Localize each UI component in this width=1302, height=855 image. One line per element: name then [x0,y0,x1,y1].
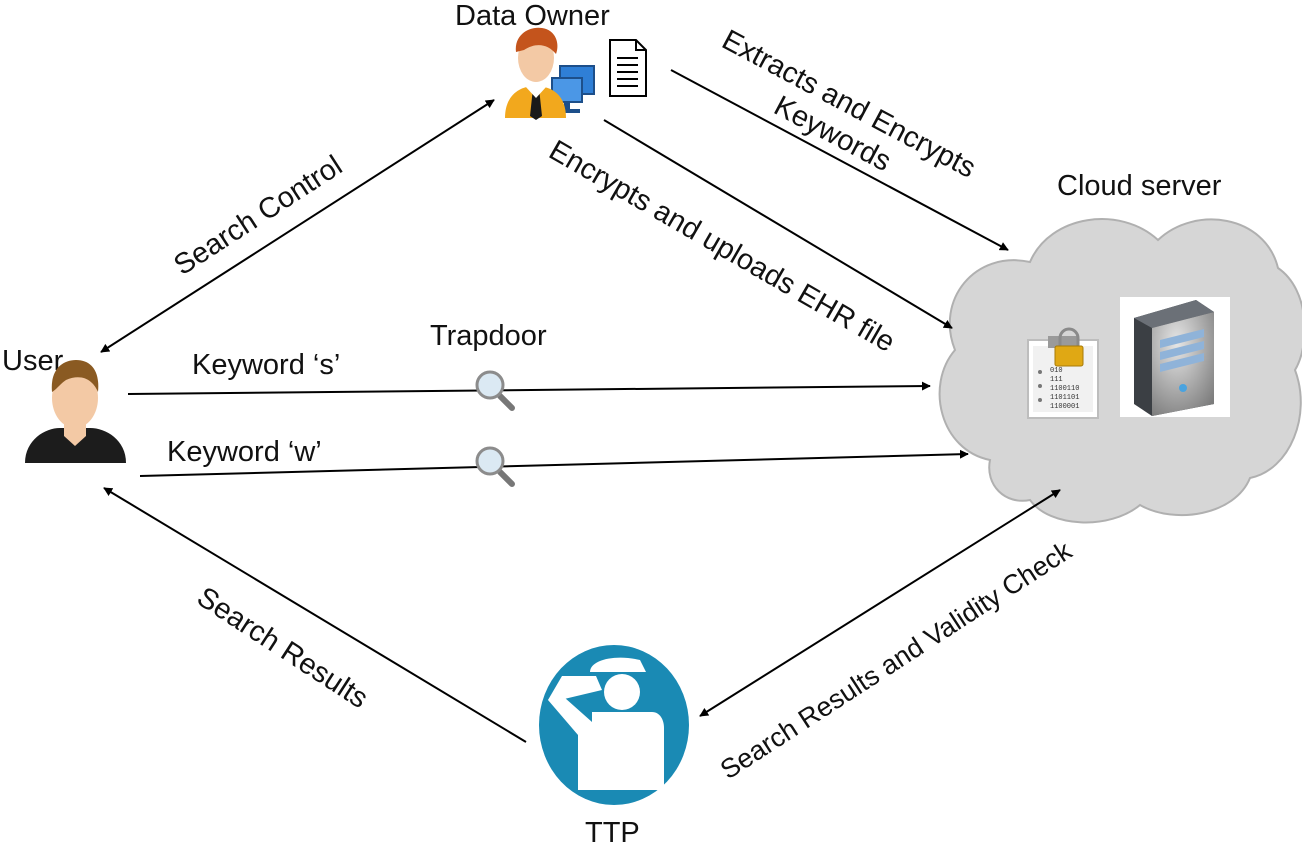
encrypts-uploads-label: Encrypts and uploads EHR file [544,134,901,358]
doc-bits-line-1: 010 [1050,367,1063,375]
encrypted-document-icon: 010 111 1100110 1101101 1100001 [1027,327,1099,419]
doc-bits-line-2: 111 [1050,376,1063,384]
server-tower-icon [1120,297,1230,417]
search-results-validity-arrow [699,489,1061,717]
doc-bits-line-4: 1101101 [1050,394,1079,402]
search-results-label: Search Results [191,581,373,715]
doc-bits-line-5: 1100001 [1050,403,1079,411]
data-owner-label: Data Owner [455,0,610,32]
search-control-arrow [100,99,495,353]
computer-monitor-icon [551,65,595,113]
user-node: User [2,345,126,463]
cloud-server-node: 010 111 1100110 1101101 1100001 Cloud se… [938,170,1302,524]
keyword-w-label: Keyword ‘w’ [167,436,322,468]
trapdoor-label: Trapdoor [430,320,547,352]
data-owner-node: Data Owner [455,0,647,120]
magnifier-icon-w [475,446,515,487]
search-control-label: Search Control [168,150,348,282]
encrypts-uploads-arrow [603,119,953,329]
keyword-s-label: Keyword ‘s’ [192,349,340,381]
keyword-w-arrow [139,449,969,477]
keyword-s-arrow [127,381,931,395]
cloud-server-label: Cloud server [1057,170,1222,202]
doc-bits-line-3: 1100110 [1050,385,1079,393]
ttp-label: TTP [585,817,640,849]
data-owner-person-icon [505,27,595,120]
padlock-icon [1054,327,1084,367]
ttp-node: TTP [539,645,689,849]
extracts-keywords-arrow [670,69,1009,251]
search-results-validity-label: Search Results and Validity Check [715,535,1077,785]
magnifier-icon-s [475,370,515,411]
search-results-arrow [103,487,527,743]
document-icon [609,39,647,97]
user-person-icon [25,360,126,463]
guard-salute-icon [548,657,664,790]
user-label: User [2,345,64,377]
